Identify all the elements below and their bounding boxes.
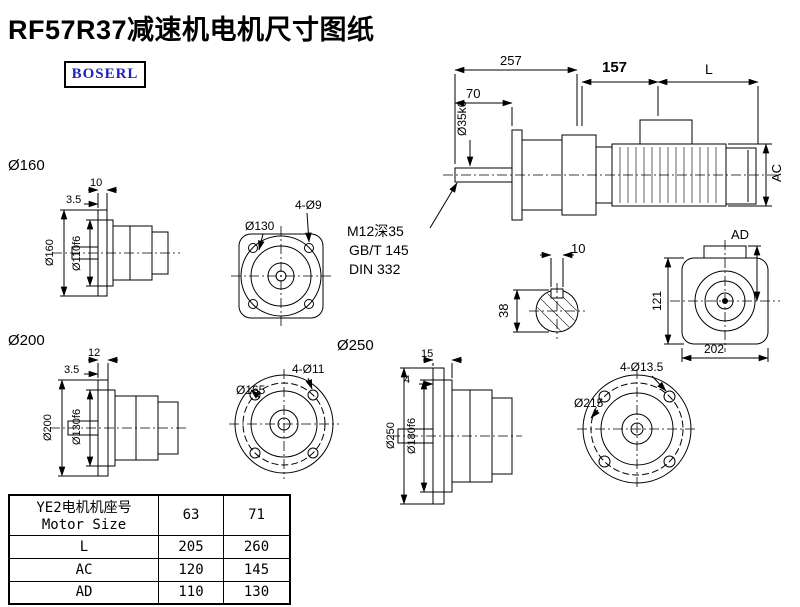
shaft-key-section-view <box>513 251 585 339</box>
flange250-side-view <box>390 356 522 505</box>
view165-dia-label: Ø165 <box>236 383 266 397</box>
view160-title: Ø160 <box>8 157 45 174</box>
tap-hole-note: M12深35 <box>347 223 404 239</box>
table-row-label: AC <box>8 557 159 582</box>
rear-202-label: 202 <box>704 342 725 356</box>
rear-ad-label: AD <box>731 227 750 242</box>
view160-spigot-dia: Ø110f6 <box>71 235 83 271</box>
flange215-front-view <box>577 369 697 489</box>
table-cell: 260 <box>223 534 291 559</box>
dim-70: 70 <box>466 86 481 101</box>
view250-outer-dia: Ø250 <box>385 422 397 450</box>
flange200-side-view <box>50 356 188 477</box>
table-cell: 120 <box>158 557 224 582</box>
table-cell: 145 <box>223 557 291 582</box>
view200-dim-12: 12 <box>88 347 101 359</box>
table-cell: 205 <box>158 534 224 559</box>
table-cell: 130 <box>223 580 291 605</box>
table-size-col: 63 <box>158 494 224 536</box>
view200-outer-dia: Ø200 <box>42 414 54 442</box>
view215-holes-label: 4-Ø13.5 <box>620 360 664 374</box>
table-row: AD 110 130 <box>8 580 291 605</box>
motor-size-table: YE2电机机座号 Motor Size 63 71 L 205 260 AC 1… <box>8 494 291 605</box>
view200-title: Ø200 <box>8 332 45 349</box>
table-header-cell: YE2电机机座号 Motor Size <box>8 494 159 536</box>
view165-holes-label: 4-Ø11 <box>292 362 325 376</box>
view160-dim-10: 10 <box>90 177 103 189</box>
key-width-label: 10 <box>571 241 586 256</box>
table-size-col: 71 <box>223 494 291 536</box>
table-cell: 110 <box>158 580 224 605</box>
table-header-row: YE2电机机座号 Motor Size 63 71 <box>8 494 291 536</box>
table-header-en: Motor Size <box>41 517 127 534</box>
view160-outer-dia: Ø160 <box>44 239 56 267</box>
key-height-label: 38 <box>496 303 511 319</box>
dim-257: 257 <box>500 53 522 68</box>
table-row-label: AD <box>8 580 159 605</box>
view250-spigot-dia: Ø180f6 <box>406 417 418 455</box>
flange160-side-view <box>52 186 180 297</box>
flange165-front-view <box>229 369 339 479</box>
dim-l: L <box>705 61 713 77</box>
view200-spigot-dia: Ø130f6 <box>71 408 83 446</box>
view130-dia-label: Ø130 <box>245 219 275 233</box>
page-title: RF57R37减速机电机尺寸图纸 <box>8 15 375 45</box>
dim-ac: AC <box>769 163 784 183</box>
table-row: AC 120 145 <box>8 557 291 582</box>
motor-rear-view <box>664 240 780 362</box>
view130-holes-label: 4-Ø9 <box>295 198 322 212</box>
rear-121-label: 121 <box>650 290 664 312</box>
table-header-cn: YE2电机机座号 <box>36 500 132 517</box>
view250-dim-15: 15 <box>421 348 434 360</box>
view160-dim-3-5: 3.5 <box>66 194 82 206</box>
main-assembly-view <box>429 66 778 229</box>
view200-dim-3-5: 3.5 <box>64 364 80 376</box>
dim-157: 157 <box>602 59 628 76</box>
brand-logo-text: BOSERL <box>71 66 139 82</box>
table-row: L 205 260 <box>8 534 291 559</box>
view250-title: Ø250 <box>337 337 374 354</box>
shaft-diameter-label: Ø35k6 <box>455 100 469 136</box>
standard-note-2: DIN 332 <box>349 261 401 277</box>
view250-dim-4: 4 <box>404 374 411 386</box>
view215-dia-label: Ø215 <box>574 396 604 410</box>
standard-note-1: GB/T 145 <box>349 242 409 258</box>
brand-logo: BOSERL <box>64 61 146 88</box>
table-row-label: L <box>8 534 159 559</box>
flange130-front-view <box>231 212 331 326</box>
